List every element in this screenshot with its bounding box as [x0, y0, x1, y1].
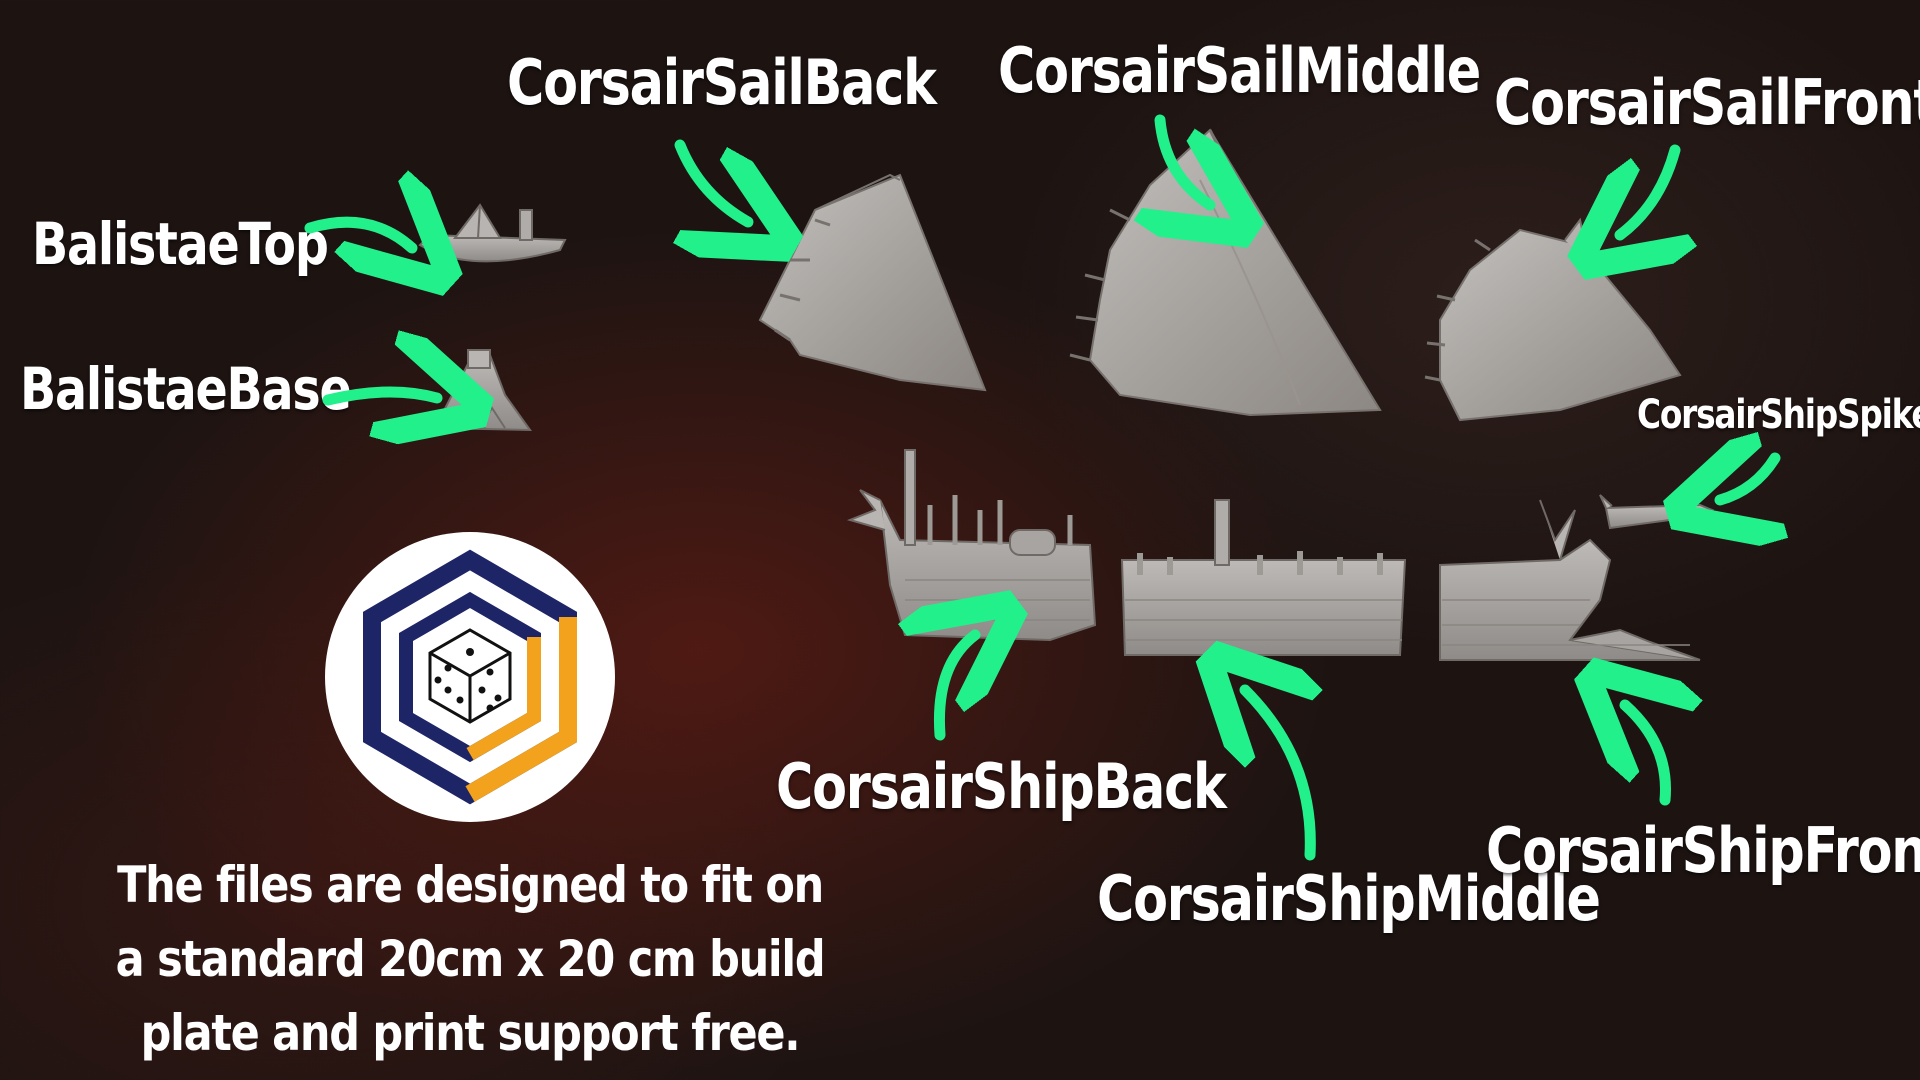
label-corsair-sail-back: CorsairSailBack	[507, 46, 937, 119]
balistae-top-model	[418, 203, 567, 263]
corsair-ship-back-model	[846, 449, 1097, 642]
label-corsair-ship-spike: CorsairShipSpike	[1637, 392, 1920, 438]
curved-arrow-icon	[304, 222, 412, 248]
corsair-sail-middle-model	[1069, 128, 1382, 417]
corsair-ship-front-model	[1439, 499, 1701, 661]
curved-arrow-icon	[1160, 114, 1210, 205]
corsair-sail-front-model	[1424, 217, 1682, 422]
label-balistae-top: BalistaeTop	[32, 210, 329, 278]
curved-arrow-icon	[322, 392, 437, 400]
corsair-sail-back-model	[758, 173, 987, 392]
curved-arrow-icon	[680, 139, 748, 222]
corsair-ship-spike-model	[1599, 494, 1715, 530]
curved-arrow-icon	[939, 635, 975, 741]
label-corsair-sail-middle: CorsairSailMiddle	[998, 34, 1481, 107]
label-corsair-ship-middle: CorsairShipMiddle	[1097, 862, 1601, 935]
corsair-ship-middle-model	[1120, 499, 1407, 656]
curved-arrow-icon	[1620, 144, 1675, 235]
dice-logo-icon	[325, 532, 615, 822]
label-corsair-sail-front: CorsairSailFront	[1494, 66, 1920, 139]
balistae-base-model	[433, 349, 532, 432]
curved-arrow-icon	[1720, 458, 1775, 500]
label-corsair-ship-front: CorsairShipFront	[1486, 814, 1920, 887]
curved-arrow-icon	[1245, 690, 1310, 861]
label-balistae-base: BalistaeBase	[20, 355, 352, 423]
curved-arrow-icon	[1625, 705, 1666, 806]
label-corsair-ship-back: CorsairShipBack	[776, 750, 1227, 823]
build-plate-caption: The files are designed to fit on a stand…	[115, 856, 826, 1062]
